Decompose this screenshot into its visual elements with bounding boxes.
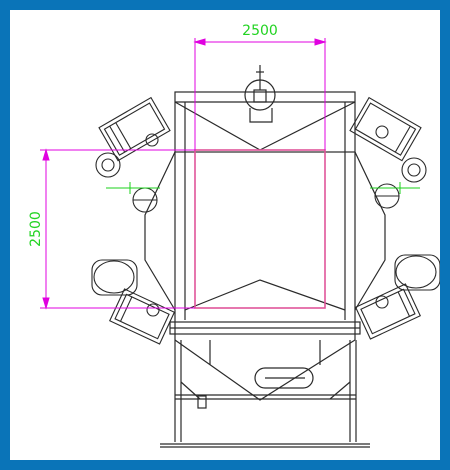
- horizontal-dimension: [193, 38, 327, 150]
- inner-chamber-outline: [194, 149, 326, 309]
- horizontal-dimension-label: 2500: [242, 23, 278, 39]
- engineering-drawing: 2500 2500: [28, 23, 440, 448]
- left-lower-motor: [91, 259, 176, 345]
- center-marks: [106, 182, 420, 194]
- left-upper-motor: [95, 96, 171, 213]
- discharge-chute: [254, 367, 314, 389]
- vertical-dimension-label: 2500: [28, 211, 44, 247]
- right-lower-motor: [354, 254, 440, 340]
- right-upper-motor: [349, 96, 427, 209]
- drawing-canvas: 2500 2500: [10, 10, 440, 460]
- hopper: [174, 339, 356, 401]
- support-frame: [160, 340, 370, 448]
- vertical-dimension: [40, 148, 195, 310]
- lifting-hook: [244, 65, 276, 123]
